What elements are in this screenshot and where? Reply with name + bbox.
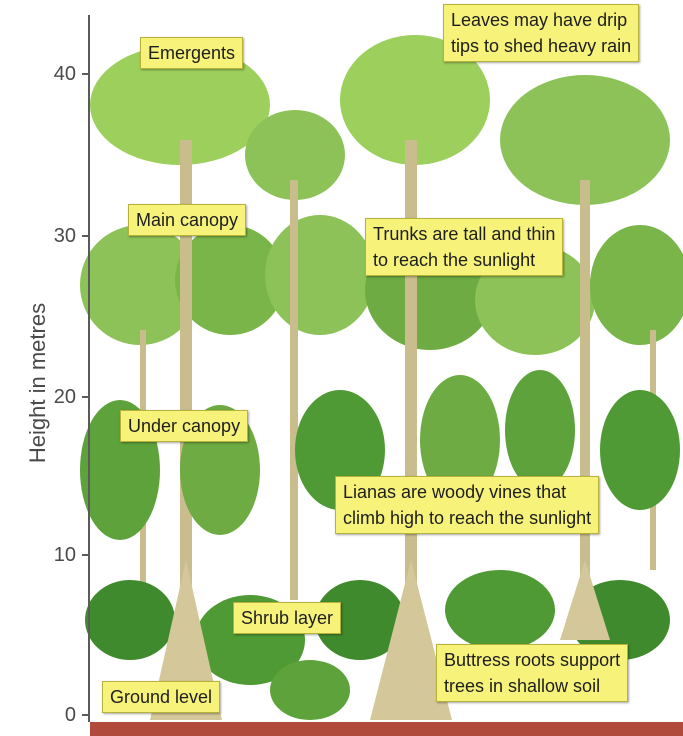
label-buttress-line-2: trees in shallow soil <box>444 673 620 699</box>
label-buttress-roots: Buttress roots support trees in shallow … <box>436 644 628 702</box>
tick-label-40: 40 <box>46 64 76 84</box>
ground-strip <box>90 722 683 736</box>
label-drip-tips: Leaves may have drip tips to shed heavy … <box>443 4 639 62</box>
label-drip-tips-line-1: Leaves may have drip <box>451 7 631 33</box>
label-shrub-layer: Shrub layer <box>233 602 341 634</box>
label-drip-tips-line-2: tips to shed heavy rain <box>451 33 631 59</box>
label-emergents: Emergents <box>140 37 243 69</box>
label-trunks-line-2: to reach the sunlight <box>373 247 555 273</box>
label-shrub-layer-text: Shrub layer <box>241 605 333 631</box>
label-ground-level: Ground level <box>102 681 220 713</box>
label-ground-level-text: Ground level <box>110 684 212 710</box>
y-axis-title: Height in metres <box>25 283 55 483</box>
tick-label-20: 20 <box>46 387 76 407</box>
label-main-canopy: Main canopy <box>128 204 246 236</box>
label-main-canopy-text: Main canopy <box>136 207 238 233</box>
label-trunks-line-1: Trunks are tall and thin <box>373 221 555 247</box>
label-emergents-text: Emergents <box>148 40 235 66</box>
label-buttress-line-1: Buttress roots support <box>444 647 620 673</box>
tick-label-30: 30 <box>46 226 76 246</box>
tick-label-10: 10 <box>46 545 76 565</box>
label-lianas-line-2: climb high to reach the sunlight <box>343 505 591 531</box>
tick-label-0: 0 <box>46 705 76 725</box>
label-under-canopy-text: Under canopy <box>128 413 240 439</box>
label-under-canopy: Under canopy <box>120 410 248 442</box>
label-trunks: Trunks are tall and thin to reach the su… <box>365 218 563 276</box>
label-lianas-line-1: Lianas are woody vines that <box>343 479 591 505</box>
label-lianas: Lianas are woody vines that climb high t… <box>335 476 599 534</box>
